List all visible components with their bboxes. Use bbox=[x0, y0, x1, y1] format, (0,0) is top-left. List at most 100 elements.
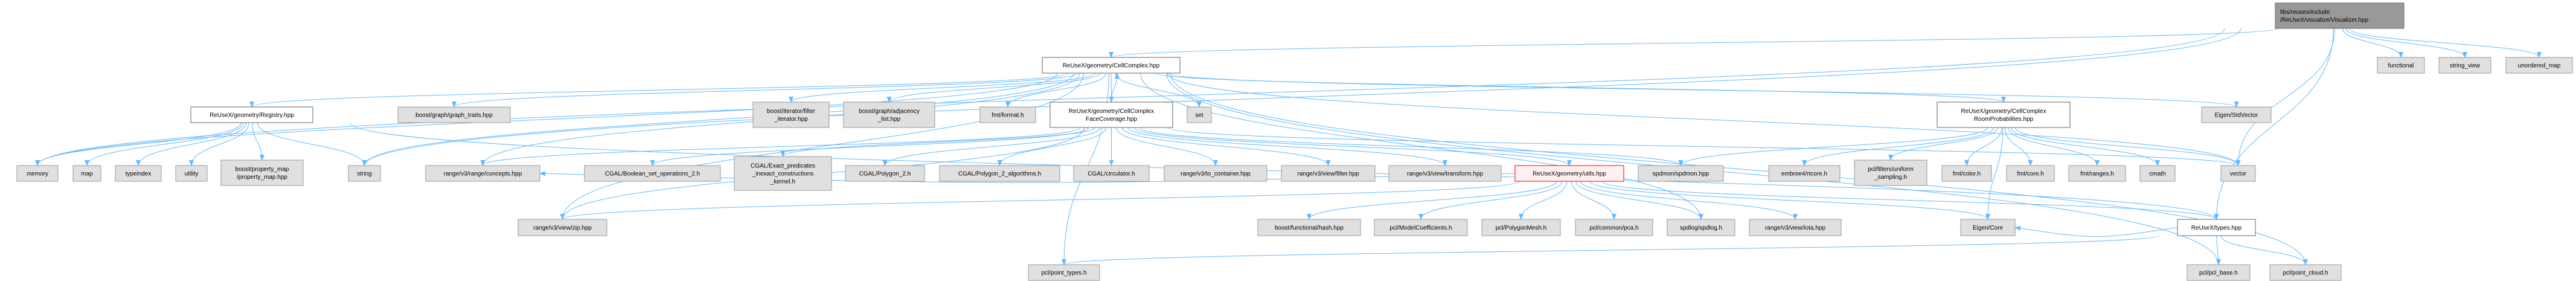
node-string: string bbox=[348, 165, 381, 182]
node-box bbox=[1374, 219, 1468, 236]
edge-facecoverage-to-polygon_2_alg bbox=[997, 127, 1106, 166]
node-types[interactable]: ReUseX/types.hpp bbox=[2177, 219, 2256, 236]
node-memory: memory bbox=[16, 165, 59, 182]
node-label: boost/property_map bbox=[235, 166, 289, 173]
node-box bbox=[1481, 219, 1561, 236]
node-box bbox=[2187, 264, 2251, 281]
node-label: pcl/point_types.h bbox=[1041, 270, 1086, 277]
edge-roomprob-to-spdmon bbox=[1678, 127, 1988, 166]
node-label: fmt/format.h bbox=[992, 112, 1024, 119]
edge-utils-to-zip bbox=[560, 181, 1520, 220]
node-label: cmath bbox=[2149, 171, 2165, 178]
edge-visualizer-to-memory bbox=[35, 28, 2225, 166]
nodes-layer: libs/reusex/include/ReUseX/visualize/Vis… bbox=[16, 2, 2573, 281]
node-label: embree4/rtcore.h bbox=[1781, 171, 1827, 178]
edge-cellcomplex-to-registry bbox=[249, 73, 1069, 108]
edge-utils-to-spdlog bbox=[1575, 181, 1703, 220]
edge-roomprob-to-fmt_color bbox=[1964, 127, 2002, 166]
node-hash: boost/functional/hash.hpp bbox=[1257, 219, 1361, 236]
edge-visualizer-to-types bbox=[2214, 28, 2334, 220]
node-box bbox=[517, 219, 607, 236]
node-box bbox=[1768, 165, 1841, 182]
node-box bbox=[584, 165, 721, 182]
node-box bbox=[845, 165, 925, 182]
node-point-types: pcl/point_types.h bbox=[1028, 264, 1100, 281]
node-box bbox=[2068, 165, 2126, 182]
node-utils[interactable]: ReUseX/geometry/utils.hpp bbox=[1514, 165, 1624, 182]
node-roomprob[interactable]: ReUseX/geometry/CellComplexRoomProbabili… bbox=[1937, 102, 2071, 128]
node-label: pcl/common/pca.h bbox=[1589, 225, 1638, 231]
node-cellcomplex[interactable]: ReUseX/geometry/CellComplex.hpp bbox=[1042, 57, 1181, 74]
node-box bbox=[1281, 165, 1376, 182]
node-concepts: range/v3/range/concepts.hpp bbox=[425, 165, 540, 182]
node-label: spdmon/spdmon.hpp bbox=[1653, 171, 1709, 178]
edge-utils-to-model_coeff bbox=[1418, 181, 1563, 220]
node-box bbox=[1049, 102, 1173, 128]
node-graph-traits: boost/graph/graph_traits.hpp bbox=[397, 106, 511, 123]
node-facecoverage[interactable]: ReUseX/geometry/CellComplexFaceCoverage.… bbox=[1049, 102, 1173, 128]
edge-facecoverage-to-exact_predicates bbox=[780, 127, 1095, 157]
node-label: ReUseX/geometry/utils.hpp bbox=[1533, 171, 1606, 178]
node-registry[interactable]: ReUseX/geometry/Registry.hpp bbox=[190, 106, 313, 123]
node-label: FaceCoverage.hpp bbox=[1086, 116, 1137, 123]
edge-cellcomplex-to-filter_iterator bbox=[789, 73, 1095, 103]
node-fmt-core: fmt/core.h bbox=[2006, 165, 2055, 182]
node-label: CGAL/circulator.h bbox=[1088, 171, 1135, 178]
node-label: CGAL/Exact_predicates bbox=[751, 163, 815, 170]
node-pca: pcl/common/pca.h bbox=[1575, 219, 1653, 236]
node-box bbox=[2177, 219, 2256, 236]
edge-registry-to-map bbox=[85, 122, 244, 166]
edge-facecoverage-to-concepts bbox=[480, 127, 1080, 166]
node-box bbox=[1514, 165, 1624, 182]
node-view-transform: range/v3/view/transform.hpp bbox=[1388, 165, 1502, 182]
node-label: CGAL/Polygon_2_algorithms.h bbox=[958, 171, 1041, 178]
node-box bbox=[348, 165, 381, 182]
node-label: boost/functional/hash.hpp bbox=[1275, 225, 1344, 231]
node-label: range/v3/range/concepts.hpp bbox=[444, 171, 522, 178]
node-box bbox=[2275, 2, 2405, 29]
node-box bbox=[397, 106, 511, 123]
edge-cellcomplex-to-fmt_format bbox=[1005, 73, 1106, 108]
node-label: fmt/color.h bbox=[1953, 171, 1981, 178]
node-label: fmt/core.h bbox=[2017, 171, 2043, 178]
edge-roomprob-to-fmt_ranges bbox=[2008, 127, 2100, 166]
node-map: map bbox=[72, 165, 101, 182]
node-label: CGAL/Polygon_2.h bbox=[859, 171, 911, 178]
node-label: Eigen/StdVector bbox=[2215, 112, 2258, 119]
node-cmath: cmath bbox=[2139, 165, 2176, 182]
node-label: CGAL/Boolean_set_operations_2.h bbox=[605, 171, 700, 178]
node-zip: range/v3/view/zip.hpp bbox=[517, 219, 607, 236]
node-box bbox=[1638, 165, 1724, 182]
edge-cellcomplex-to-graph_traits bbox=[452, 73, 1079, 108]
node-box bbox=[220, 160, 304, 186]
node-label: pcl/ModelCoefficients.h bbox=[1389, 225, 1452, 231]
edge-facecoverage-to-view_filter bbox=[1121, 127, 1331, 166]
node-label: Eigen/Core bbox=[1973, 225, 2003, 231]
node-box bbox=[1941, 165, 1992, 182]
node-label: _sampling.h bbox=[1874, 174, 1907, 181]
edge-types-to-point_types bbox=[1062, 235, 2159, 265]
node-label: RoomProbabilites.hpp bbox=[1974, 116, 2034, 123]
edge-registry-to-string bbox=[257, 122, 367, 166]
node-fmt-ranges: fmt/ranges.h bbox=[2068, 165, 2126, 182]
node-functional: functional bbox=[2377, 57, 2425, 74]
node-visualizer[interactable]: libs/reusex/include/ReUseX/visualize/Vis… bbox=[2275, 2, 2405, 29]
node-label: spdlog/spdlog.h bbox=[1680, 225, 1722, 231]
node-label: libs/reusex/include bbox=[2280, 9, 2330, 16]
node-label: typeindex bbox=[126, 171, 152, 178]
node-filter-iterator: boost/iterator/filter_iterator.hpp bbox=[752, 102, 830, 128]
edge-cellcomplex-to-spdlog bbox=[1140, 73, 1703, 220]
node-eigen-core: Eigen/Core bbox=[1960, 219, 2016, 236]
edge-types-to-eigen_core bbox=[2014, 225, 2178, 237]
node-box bbox=[2139, 165, 2176, 182]
node-vector: vector bbox=[2220, 165, 2256, 182]
node-typeindex: typeindex bbox=[115, 165, 162, 182]
node-box bbox=[175, 165, 208, 182]
node-box bbox=[1073, 165, 1150, 182]
node-label: pcl/pcl_base.h bbox=[2199, 270, 2238, 277]
node-label: ReUseX/geometry/CellComplex bbox=[1961, 108, 2046, 115]
node-box bbox=[843, 102, 935, 128]
edge-visualizer-to-cellcomplex bbox=[1109, 28, 2279, 58]
node-box bbox=[979, 106, 1036, 123]
node-label: _list.hpp bbox=[877, 116, 901, 123]
